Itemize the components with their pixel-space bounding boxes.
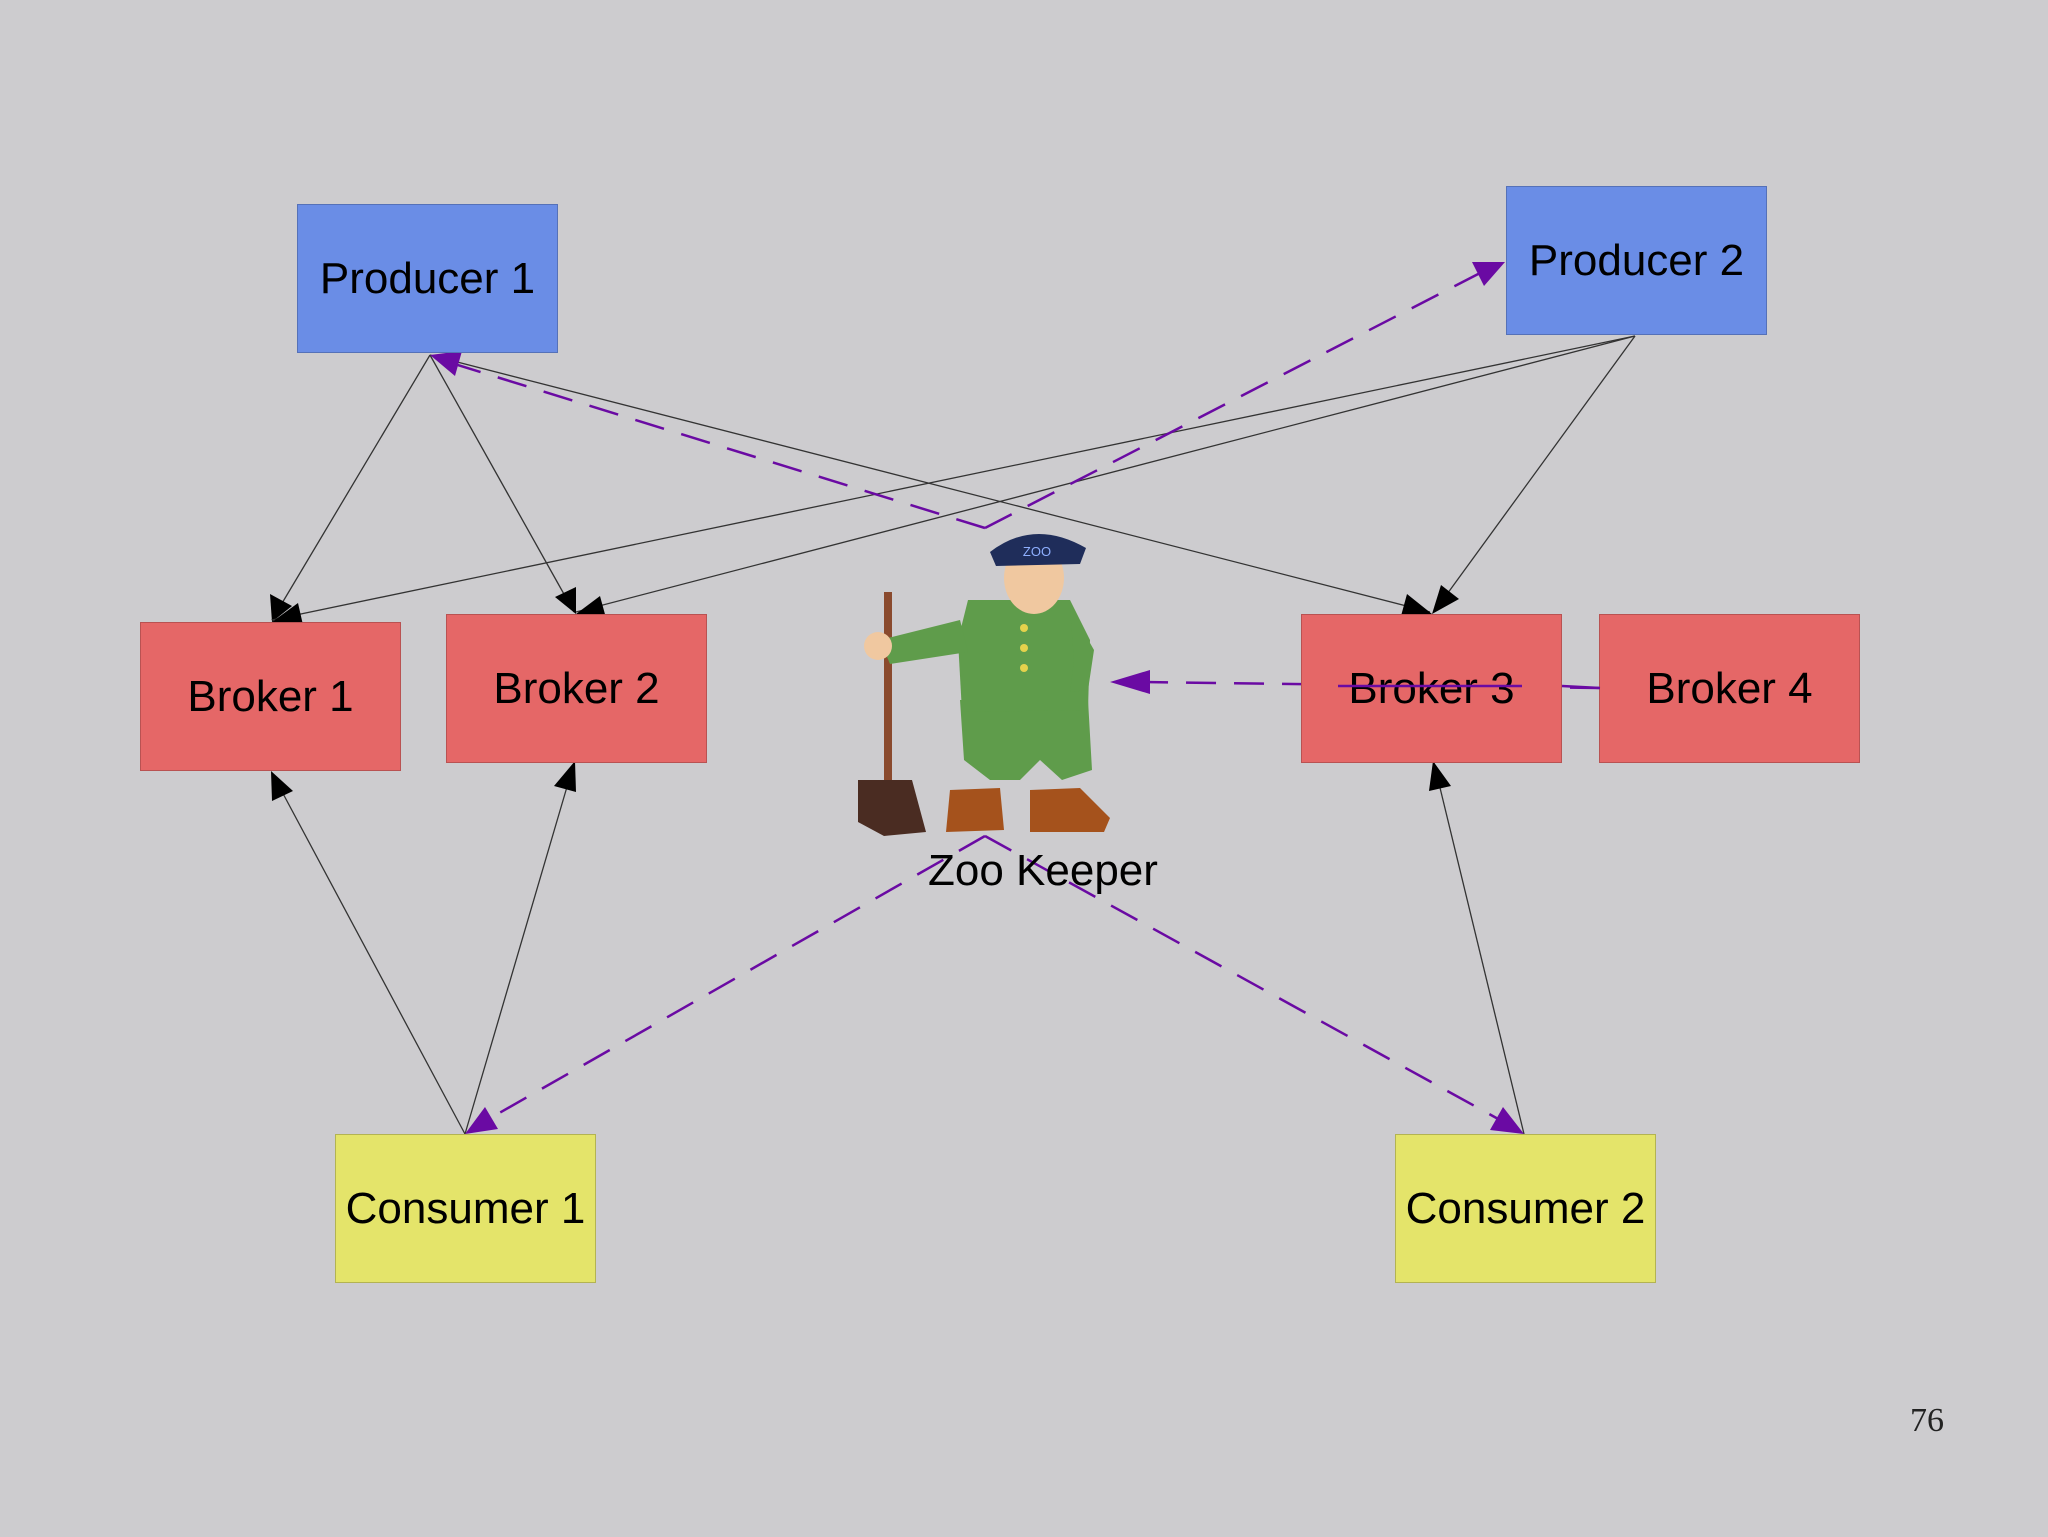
producer-1-label: Producer 1: [319, 253, 536, 303]
consumer-1-node[interactable]: Consumer 1: [335, 1134, 596, 1283]
dashed-edge-zookeeper-consumer1: [486, 834, 986, 1122]
page-number: 76: [1910, 1402, 1944, 1439]
producer-2-node[interactable]: Producer 2: [1506, 186, 1767, 335]
consumer-1-label: Consumer 1: [345, 1183, 586, 1233]
arrowhead-broker1-from-producer2: [272, 603, 303, 625]
arrowhead-broker2-from-producer1: [555, 587, 576, 614]
consumer-2-label: Consumer 2: [1405, 1183, 1646, 1233]
edge-producer2-broker2: [575, 335, 1636, 613]
edge-producer2-broker1: [271, 335, 1636, 621]
dashed-arrowhead-consumer1: [465, 1107, 498, 1134]
broker-1-label: Broker 1: [187, 671, 354, 721]
dashed-arrowhead-consumer2: [1490, 1107, 1524, 1134]
broker-3-node[interactable]: Broker 3: [1301, 614, 1562, 763]
dashed-edge-zookeeper-producer1: [447, 360, 986, 530]
broker-1-node[interactable]: Broker 1: [140, 622, 401, 771]
dashed-arrowhead-zookeeper: [1110, 670, 1150, 694]
dashed-arrowhead-producer2: [1472, 262, 1505, 286]
edge-consumer2-broker3: [1433, 762, 1525, 1135]
broker-4-label: Broker 4: [1646, 663, 1813, 713]
arrowhead-broker1-from-consumer1: [271, 771, 293, 801]
dashed-arrowhead-producer1: [430, 351, 462, 376]
edge-producer1-broker2: [429, 354, 575, 613]
arrowhead-broker3-from-consumer2: [1429, 761, 1451, 791]
edge-consumer1-broker2: [464, 762, 575, 1135]
consumer-2-node[interactable]: Consumer 2: [1395, 1134, 1656, 1283]
arrowhead-broker3-from-producer1: [1401, 594, 1432, 616]
producer-2-label: Producer 2: [1528, 235, 1745, 285]
arrowhead-broker2-from-producer2: [576, 596, 606, 618]
broker-2-label: Broker 2: [493, 663, 660, 713]
arrowhead-broker1-from-producer1: [270, 594, 292, 622]
arrowhead-broker2-from-consumer1: [554, 761, 576, 792]
broker-4-node[interactable]: Broker 4: [1599, 614, 1860, 763]
edge-consumer1-broker1: [271, 772, 466, 1135]
broker-2-node[interactable]: Broker 2: [446, 614, 707, 763]
broker-3-label: Broker 3: [1348, 663, 1515, 713]
dashed-edge-zookeeper-consumer2: [984, 834, 1501, 1122]
edge-producer1-broker1: [271, 354, 431, 621]
producer-1-node[interactable]: Producer 1: [297, 204, 558, 353]
zookeeper-label: Zoo Keeper: [928, 846, 1158, 895]
arrowhead-broker3-from-producer2: [1432, 585, 1459, 614]
dashed-edge-zookeeper-producer2: [984, 270, 1483, 530]
edge-producer2-broker3: [1433, 335, 1636, 613]
